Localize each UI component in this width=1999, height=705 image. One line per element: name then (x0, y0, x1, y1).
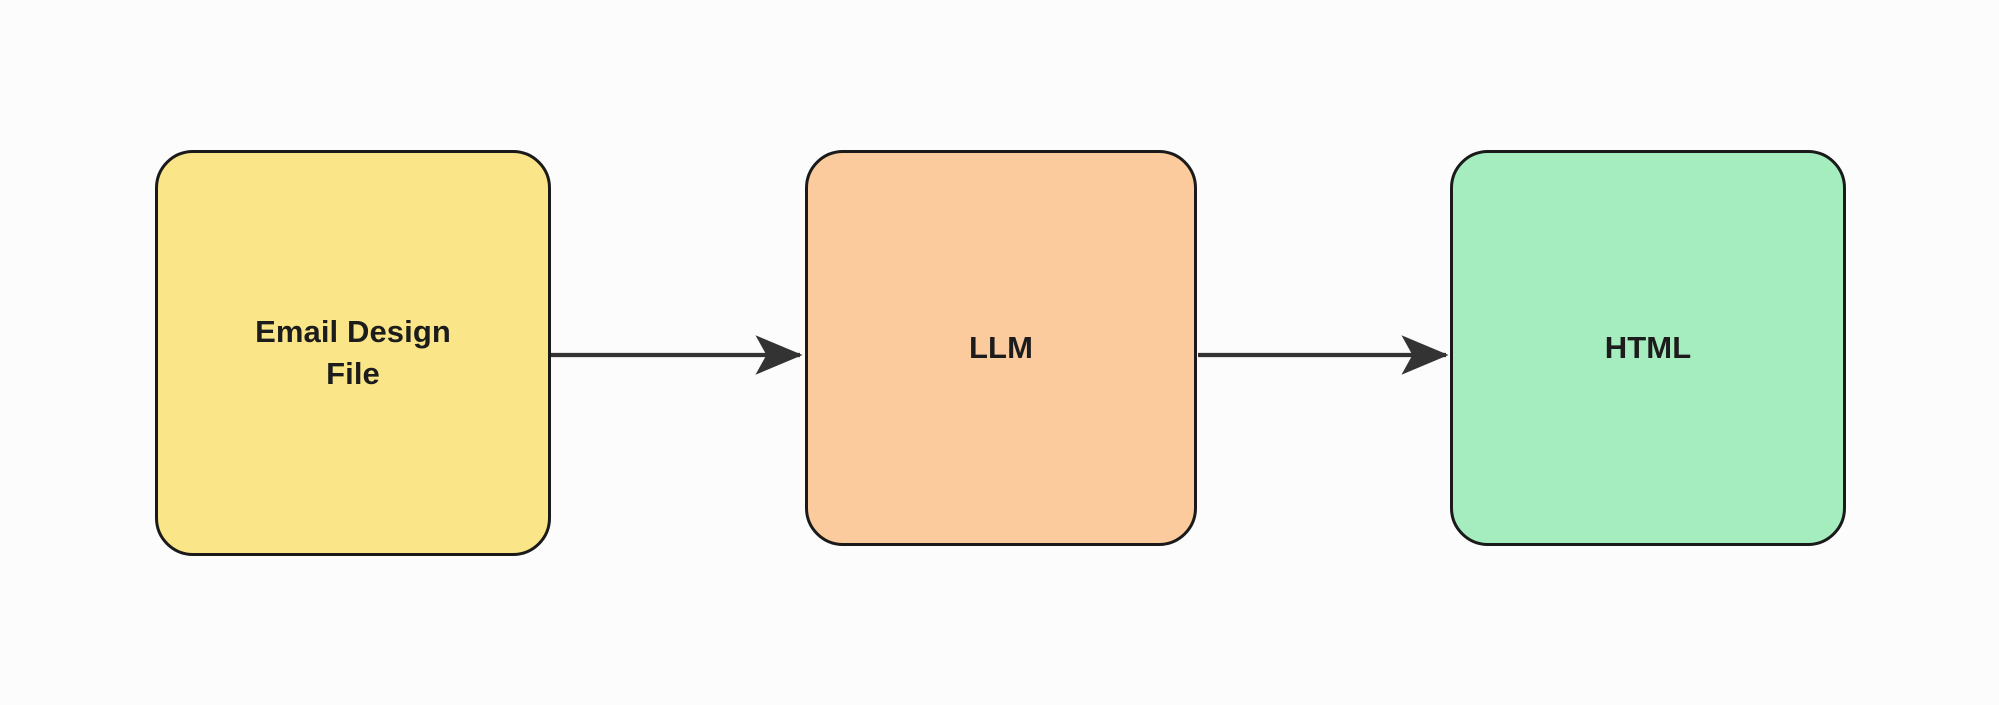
node-html[interactable]: HTML (1450, 150, 1846, 546)
node-label-llm: LLM (969, 330, 1033, 366)
node-llm[interactable]: LLM (805, 150, 1197, 546)
node-label-email-design-file: Email Design File (255, 314, 451, 391)
node-email-design-file[interactable]: Email Design File (155, 150, 551, 556)
node-label-html: HTML (1604, 330, 1692, 366)
